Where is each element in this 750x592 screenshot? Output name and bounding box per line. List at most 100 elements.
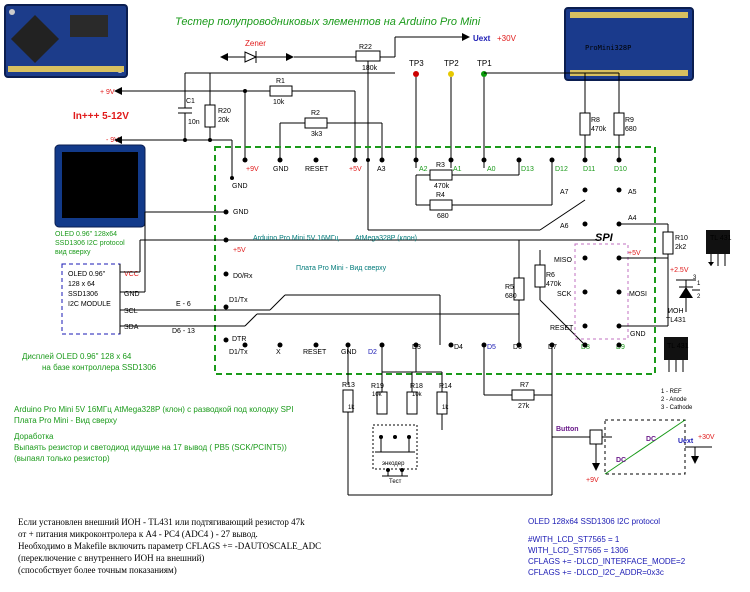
pin-d8: D8 (581, 344, 590, 351)
tl431-name-1: TL 431 (710, 235, 732, 242)
r20-id: R20 (218, 108, 231, 115)
ref-25v-label: +2.5V (670, 267, 689, 274)
c1-id: C1 (186, 98, 195, 105)
spi-miso: MISO (554, 257, 572, 264)
spi-gnd: GND (630, 331, 646, 338)
r14-id: R14 (439, 383, 452, 390)
note-right-4: CFLAGS += -DLCD_INTERFACE_MODE=2 (528, 557, 686, 566)
note-right-1: OLED 128x64 SSD1306 I2C protocol (528, 517, 660, 526)
oled-screen-line-3: Ic=0.0 mA (68, 189, 101, 196)
board-bottom-pins: D1/Tx X RESET GND D2 D3 D4 D5 D6 D7 (229, 342, 557, 356)
spi-mosi: MOSI (629, 291, 647, 298)
r14-val: 1k (442, 405, 449, 411)
pin-d13: D13 (521, 166, 534, 173)
button-label: Button (556, 426, 579, 433)
encoder-outline (372, 424, 418, 470)
e6-label: E - 6 (176, 301, 191, 308)
r5-val: 680 (505, 293, 517, 300)
r7-id: R7 (520, 382, 529, 389)
pin-d1tx: D1/Tx (229, 297, 248, 304)
r6-id: R6 (546, 272, 555, 279)
zener-diode (225, 51, 290, 63)
pin-a5: A5 (628, 189, 637, 196)
pin-a4: A4 (628, 215, 637, 222)
uext-label: Uext (473, 34, 491, 43)
r20-val: 20k (218, 117, 230, 124)
oled-cap-3: вид сверху (55, 249, 91, 256)
zener-label: Zener (245, 39, 266, 48)
svg-text:ProMini328P: ProMini328P (585, 44, 631, 52)
v30-label: +30V (497, 34, 517, 43)
oled-sda: SDA (124, 324, 139, 331)
bpin-d4: D4 (454, 344, 463, 351)
input-voltage-label: In+++ 5-12V (73, 111, 129, 122)
pin-d9: D9 (616, 344, 625, 351)
d6-13-label: D6 - 13 (172, 328, 195, 335)
dc-converter-outline (604, 419, 686, 475)
pro-mini-photo-right: ProMini328P (564, 7, 694, 81)
r13-id: R13 (342, 382, 355, 389)
pin-plus5v: +5V (349, 166, 362, 173)
title: Тестер полупроводниковых элементов на Ar… (175, 16, 481, 28)
r10-id: R10 (675, 235, 688, 242)
r7-val: 27k (518, 403, 530, 410)
r8-val: 470k (591, 126, 607, 133)
bpin-d6: D6 (513, 344, 522, 351)
bpin-d1tx: D1/Tx (229, 349, 248, 356)
dc-v30-label: +30V (698, 434, 715, 441)
plus5v-row-label: +5V (233, 247, 246, 254)
gnd-row-label: GND (233, 209, 249, 216)
c1-val: 10n (188, 119, 200, 126)
oled-vcc: VCC (124, 271, 139, 278)
spi-label: SPI (595, 232, 614, 244)
pin-plus9v: +9V (246, 166, 259, 173)
r13-val: 1k (348, 405, 355, 411)
note-right-5: CFLAGS += -DLCD_I2C_ADDR=0x3c (528, 568, 664, 577)
pin-d0rx: D0/Rx (233, 273, 253, 280)
note-bottom-3: Необходимо в Makefile включить параметр … (18, 541, 321, 551)
minus9-label: - 9V (106, 137, 119, 144)
pin-gnd: GND (273, 166, 289, 173)
tl431-pin-2: 2 - Anode (661, 397, 687, 403)
note-right-2: #WITH_LCD_ST7565 = 1 (528, 535, 620, 544)
tp1-label: TP1 (477, 59, 492, 68)
pro-mini-photo-left (4, 4, 128, 78)
r18-id: R18 (410, 383, 423, 390)
dc-uext-label: Uext (678, 438, 694, 445)
pin-a2: A2 (419, 166, 428, 173)
bpin-d7: D7 (548, 344, 557, 351)
oled-mod-3: SSD1306 (68, 291, 98, 298)
r22-id: R22 (359, 44, 372, 51)
board-name-1: Arduino Pro Mini 5V 16МГц (253, 235, 339, 242)
spi-reset: RESET (550, 325, 574, 332)
pin-a1: A1 (453, 166, 462, 173)
note-bottom-5: (способствует более точным показаниям) (18, 565, 177, 575)
r5-id: R5 (505, 284, 514, 291)
oled-screen-line-4: ICE0=1.1 uA (68, 203, 108, 210)
note-bottom-4: (переключение с внутреннего ИОН на внешн… (18, 553, 204, 563)
r3-id: R3 (436, 162, 445, 169)
r18-val: 10k (412, 392, 423, 398)
note-green-5: (выпаял только резистор) (14, 454, 110, 463)
r19-val: 10k (372, 392, 383, 398)
bpin-x: X (276, 349, 281, 356)
r3-val: 470k (434, 183, 450, 190)
svg-text:3: 3 (693, 275, 697, 281)
oled-cap-1: OLED 0.96" 128x64 (55, 231, 117, 238)
oled-mod-2: 128 x 64 (68, 281, 95, 288)
r22-val: 180k (362, 65, 378, 72)
r19-id: R19 (371, 383, 384, 390)
r4-id: R4 (436, 192, 445, 199)
spi-5v-label: +5V (628, 250, 641, 257)
pin-d10: D10 (614, 166, 627, 173)
oled-cap-2: SSD1306 I2C protocol (55, 240, 125, 247)
dc-label-2: DC (616, 457, 626, 464)
test-points: TP3 TP2 TP1 (409, 59, 492, 168)
oled-gnd: GND (124, 291, 140, 298)
pin-d12: D12 (555, 166, 568, 173)
oled-screen-line-2: 1.72 V (68, 175, 90, 182)
oled-mod-1: OLED 0.96" (68, 271, 106, 278)
note-green-4: Выпаять резистор и светодиод идущие на 1… (14, 443, 287, 452)
pin-dtr: DTR (232, 336, 246, 343)
